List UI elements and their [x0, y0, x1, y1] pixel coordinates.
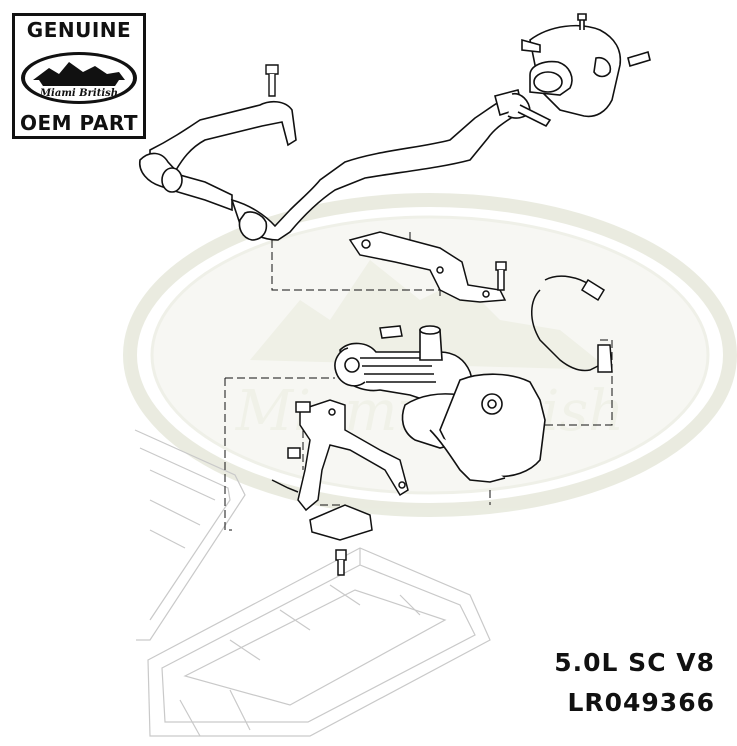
badge-logo-script: Miami British: [39, 88, 118, 99]
upper-coolant-hose: [138, 89, 552, 241]
bolt: [265, 64, 279, 97]
thermostat-housing: [521, 13, 651, 118]
genuine-oem-badge: GENUINE Miami British OEM PART: [12, 13, 146, 139]
lower-bracket: [271, 325, 409, 576]
water-pump-assembly: [334, 325, 546, 483]
lower-intake-outline: [134, 429, 491, 737]
part-number: LR049366: [567, 688, 715, 717]
mounting-bracket: [348, 231, 507, 303]
badge-bottom-text: OEM PART: [20, 111, 138, 135]
badge-top-text: GENUINE: [26, 18, 132, 42]
sensor-wire: [531, 275, 613, 373]
brand-logo: Miami British: [21, 52, 137, 104]
engine-label: 5.0L SC V8: [554, 648, 715, 677]
leader-lines: [224, 232, 613, 531]
